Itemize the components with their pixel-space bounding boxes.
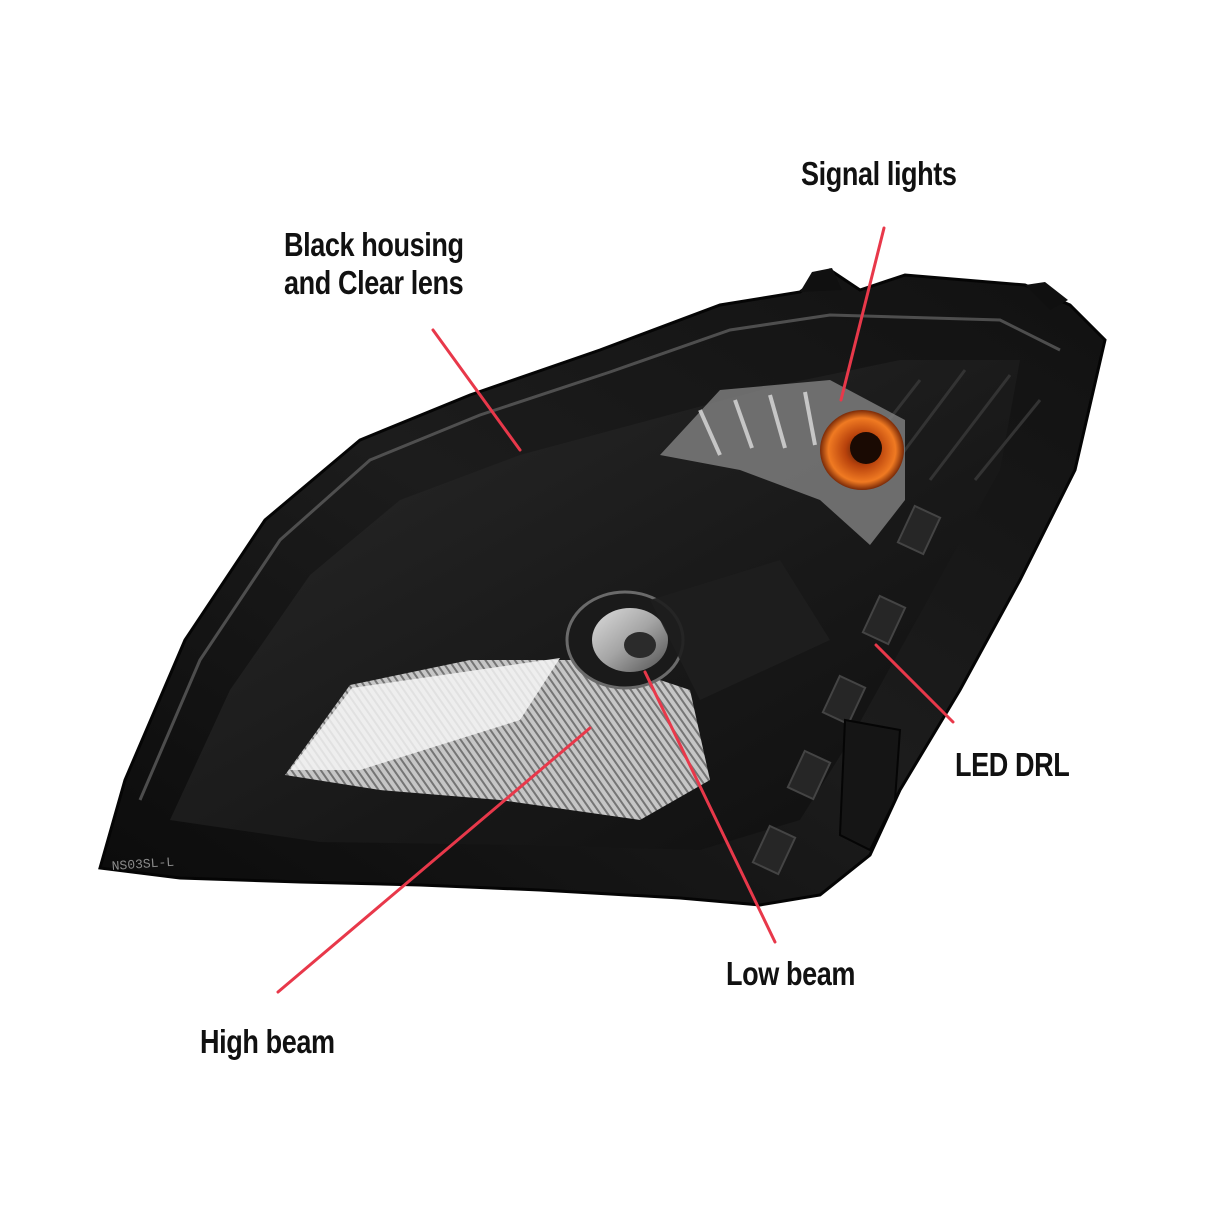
projector-low-beam [565,560,830,700]
leader-signal [839,226,886,402]
callout-led-drl: LED DRL [955,746,1070,783]
leader-housing [431,328,522,452]
callout-housing-line1: Black housing [284,226,464,263]
callout-housing-line2: and Clear lens [284,264,464,301]
high-beam-reflector [285,658,710,820]
callout-low-beam: Low beam [726,955,856,992]
signal-lamp [660,380,905,545]
housing-imprint: NS03SL-L [111,855,174,874]
callout-housing-lens: Black housing and Clear lens [284,226,464,302]
callout-high-beam: High beam [200,1023,335,1060]
leader-lines [276,226,955,994]
leader-drl [874,643,955,724]
leader-low-beam [643,670,777,944]
callout-signal-lights: Signal lights [801,155,957,192]
leader-high-beam [276,726,592,994]
